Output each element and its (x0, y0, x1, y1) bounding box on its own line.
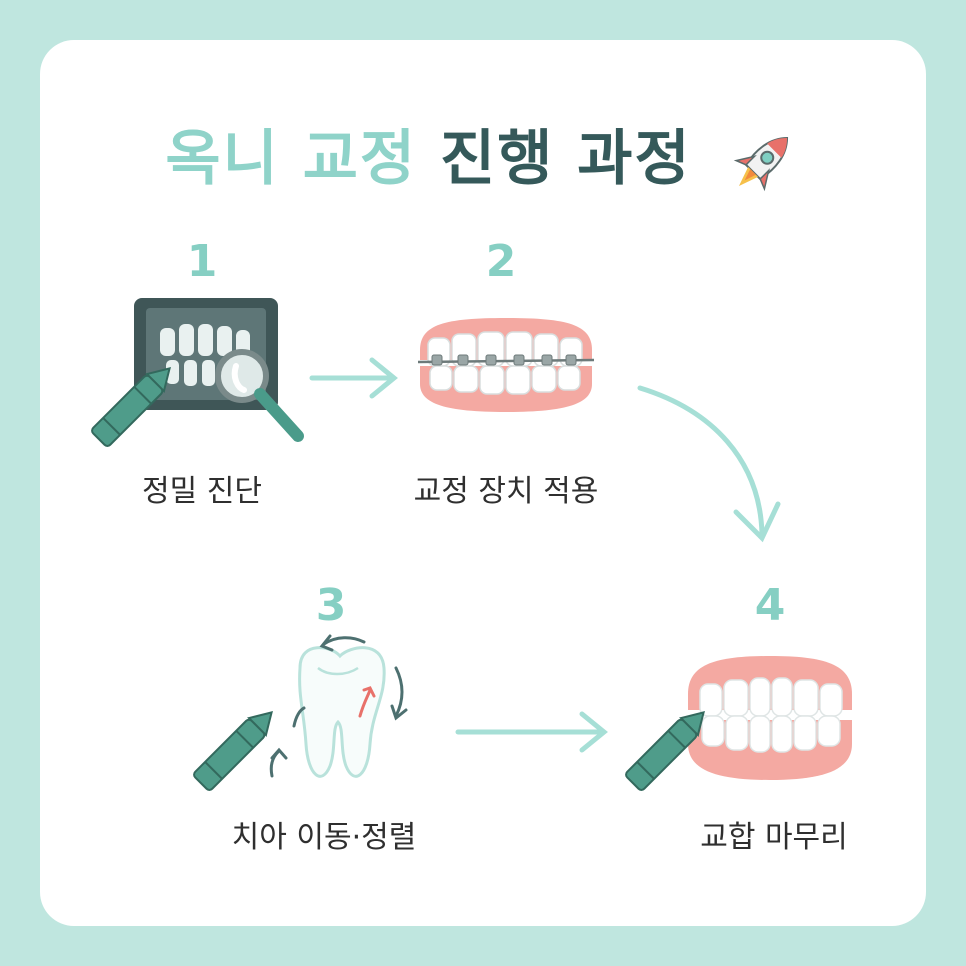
step-3-number: 3 (315, 580, 347, 631)
page-title: 옥니 교정 진행 과정 (0, 110, 966, 200)
step-1-number: 1 (186, 236, 218, 287)
arrow-2-to-4 (637, 385, 781, 543)
step-4-label: 교합 마무리 (700, 820, 848, 855)
step-2-label: 교정 장치 적용 (413, 474, 599, 509)
title-part2: 진행 과정 (440, 124, 692, 194)
step-1-label: 정밀 진단 (142, 474, 262, 509)
rocket-icon (733, 137, 788, 192)
tooth-movement-icon (193, 634, 408, 791)
step-4-number: 4 (754, 580, 786, 631)
step-3-label: 치아 이동·정렬 (231, 820, 417, 855)
xray-magnifier-icon (91, 298, 304, 447)
title-part1: 옥니 교정 (165, 124, 418, 194)
braces-teeth-icon (417, 318, 595, 412)
arrow-3-to-4 (455, 711, 608, 753)
aligned-teeth-icon (625, 656, 852, 791)
arrow-1-to-2 (309, 357, 398, 399)
step-2-number: 2 (485, 236, 517, 287)
